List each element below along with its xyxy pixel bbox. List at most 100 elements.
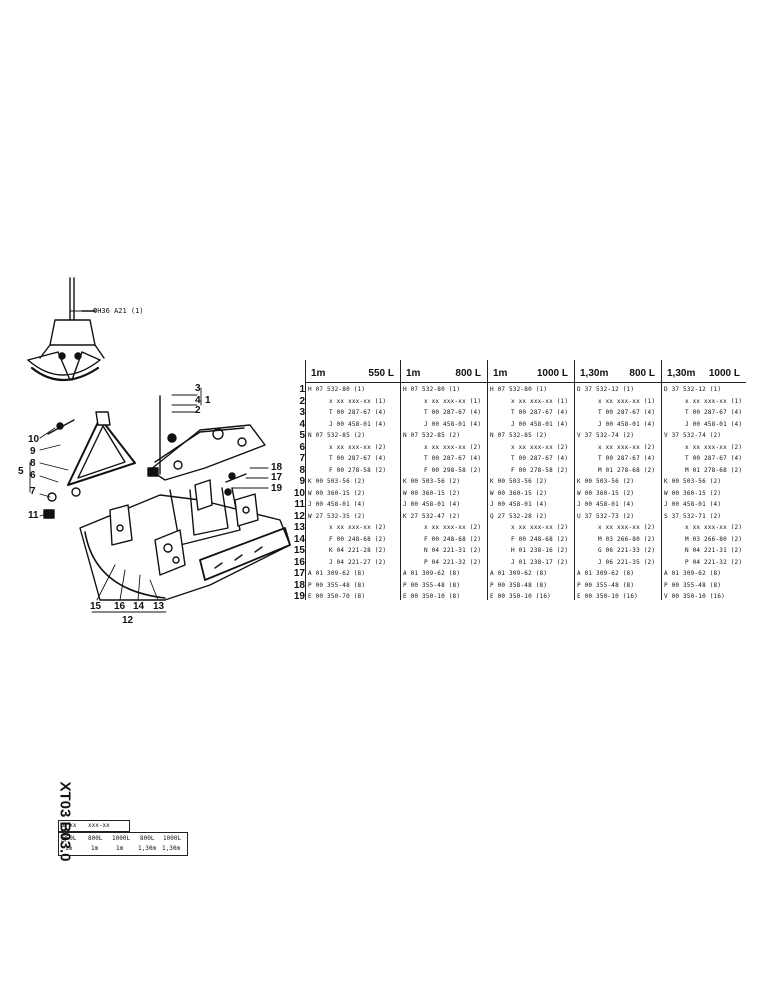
table-cell: T 00 287-67 (4) [685,455,743,462]
column-header-width: 1,30m [580,368,609,379]
table-cell: P 00 355-48 (8) [308,581,366,589]
table-cell: K 00 503-56 (2) [308,478,366,485]
table-cell: J 00 458-01 (4) [577,501,635,508]
table-cell: x xx xxx-xx (2) [685,524,743,531]
row-number: 3 [299,407,305,418]
header-rule [400,382,487,383]
table-cell: M 03 266-80 (2) [598,535,656,543]
table-cell: J 00 458-01 (4) [424,420,482,428]
table-cell: F 00 298-58 (2) [424,466,482,474]
table-cell: F 00 248-68 (2) [511,535,569,543]
column-header-width: 1m [493,368,508,379]
table-cell: W 00 360-15 (2) [664,489,722,497]
table-cell: x xx xxx-xx (2) [511,443,569,451]
leader-lines [29,310,269,613]
table-cell: T 00 287-67 (4) [511,409,569,416]
table-cell: x xx xxx-xx (1) [685,397,743,405]
table-cell: K 00 503-56 (2) [403,478,461,485]
legend-size-box [58,832,188,856]
table-cell: F 00 278-58 (2) [511,466,569,474]
legend-width-1: 1m [65,845,73,852]
row-number: 7 [299,453,305,464]
table-cell: A 01 309-62 (8) [664,570,722,577]
table-cell: H 07 532-80 (1) [403,386,461,393]
table-cell: W 27 532-35 (2) [308,512,366,520]
table-rule [400,360,401,600]
table-cell: K 00 503-56 (2) [664,478,722,485]
legend-size-3: 1000L [112,835,131,842]
table-cell: W 00 360-15 (2) [308,489,366,497]
callout-1: 1 [205,395,211,406]
table-cell: x xx xxx-xx (2) [329,524,387,531]
table-cell: x xx xxx-xx (2) [598,443,656,451]
table-rule [305,360,306,600]
table-rule [487,360,488,600]
column-header-capacity: 1000 L [536,368,568,379]
callout-15: 15 [90,601,102,612]
row-number: 11 [294,499,305,510]
column-header-width: 1m [311,368,326,379]
table-cell: K 27 532-47 (2) [403,512,461,520]
table-cell: T 00 287-67 (4) [598,455,656,462]
table-cell: x xx xxx-xx (2) [685,443,743,451]
row-number: 6 [299,441,305,453]
column-header-capacity: 800 L [455,368,481,379]
table-cell: N 07 532-85 (2) [490,432,548,439]
header-rule [305,382,400,383]
table-cell: K 00 503-56 (2) [490,478,548,485]
row-number: 2 [299,395,305,407]
table-cell: P 04 221-32 (2) [685,558,743,566]
column-header: 1m 1000 L [487,368,574,380]
table-cell: A 01 309-62 (8) [490,570,548,577]
table-cell: J 00 458-01 (4) [511,420,569,428]
table-cell: x xx xxx-xx (2) [329,443,387,451]
callout-13: 13 [153,601,165,612]
row-number: 18 [293,579,305,591]
table-cell: K 00 503-56 (2) [577,478,635,485]
callout-2: 2 [195,405,201,416]
callout-3: 3 [195,383,201,394]
table-cell: M 01 278-68 (2) [598,466,656,474]
column-header-capacity: 800 L [629,368,655,379]
row-number: 17 [293,568,305,579]
row-number: 10 [293,487,305,499]
table-cell: W 00 360-15 (2) [577,489,635,497]
column-header-capacity: 550 L [368,368,394,379]
callout-11: 11 [28,510,39,521]
column-header: 1,30m 800 L [574,368,661,380]
table-cell: T 00 287-67 (4) [424,455,482,462]
callout-9: 9 [30,446,36,457]
table-cell: K 04 221-28 (2) [329,547,387,554]
table-cell: E 00 350-10 (16) [577,593,638,600]
row-number: 9 [299,476,305,487]
table-cell: T 00 287-67 (4) [598,409,656,416]
table-cell: T 00 287-67 (4) [329,409,387,416]
table-cell: P 00 355-48 (8) [664,581,722,589]
table-cell: N 07 532-85 (2) [403,432,461,439]
table-cell: V 00 350-10 (16) [664,593,725,600]
callout-10: 10 [28,434,40,445]
table-cell: x xx xxx-xx (1) [329,397,387,405]
legend-size-5: 1000L [163,835,182,842]
row-number: 14 [293,533,305,545]
table-cell: T 00 287-67 (4) [511,455,569,462]
table-cell: N 07 532-85 (2) [308,432,366,439]
table-cell: A 01 309-62 (8) [308,570,366,577]
table-cell: x xx xxx-xx (1) [424,397,482,405]
table-cell: x xx xxx-xx (2) [598,524,656,531]
table-cell: D 37 532-12 (1) [664,386,722,393]
column-header: 1m 550 L [305,368,400,380]
overview-grab [27,277,105,381]
row-number: 15 [293,545,305,556]
table-rule [574,360,575,600]
callout-14: 14 [133,601,145,612]
callout-4: 4 [195,395,201,406]
